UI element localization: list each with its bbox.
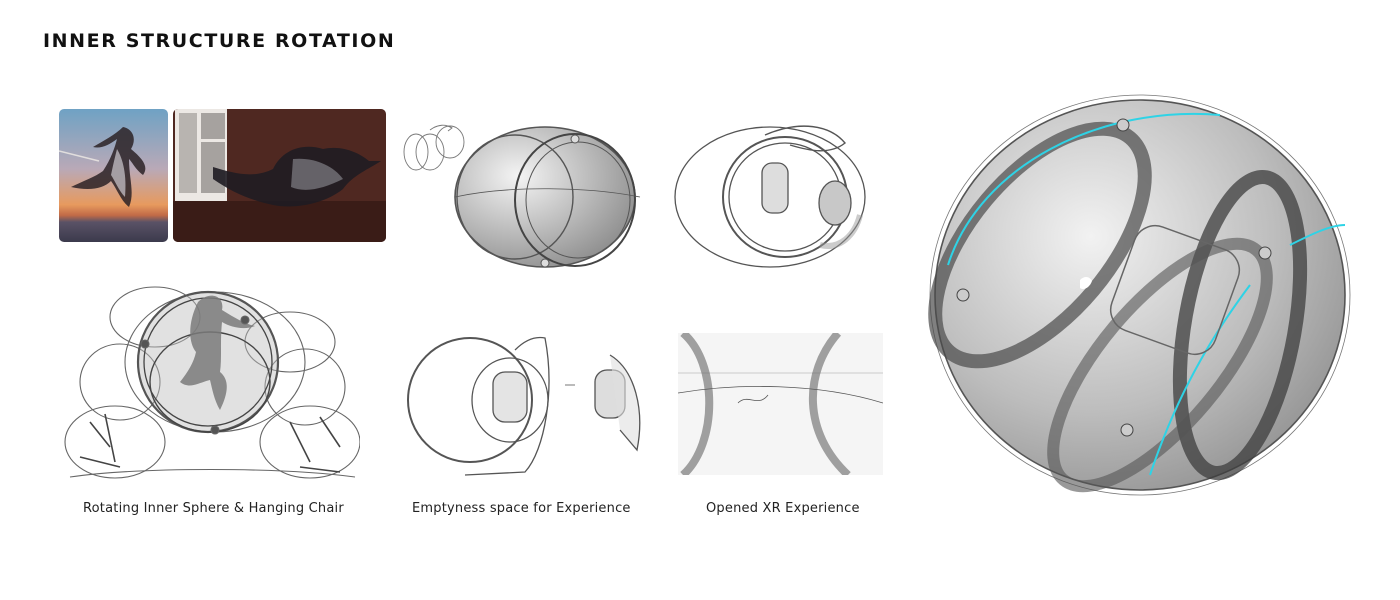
- sketch-sphere-open: [670, 125, 870, 275]
- sketch-emptyness-space: [405, 330, 665, 480]
- page-title: INNER STRUCTURE ROTATION: [43, 30, 396, 52]
- logo-icon: [1080, 277, 1092, 290]
- caption-emptyness-space: Emptyness space for Experience: [412, 501, 631, 516]
- hero-sphere-sketch: [920, 85, 1360, 505]
- reference-photo-window: [173, 109, 386, 242]
- sketch-sphere-closed: [450, 125, 650, 275]
- sketch-rotation-diagram: [400, 120, 480, 180]
- caption-hanging-chair: Rotating Inner Sphere & Hanging Chair: [83, 501, 344, 516]
- caption-opened-xr: Opened XR Experience: [706, 501, 860, 516]
- sketch-opened-xr: [677, 329, 884, 478]
- reference-photo-sunset: [59, 109, 168, 242]
- sketch-hanging-chair: [60, 262, 361, 482]
